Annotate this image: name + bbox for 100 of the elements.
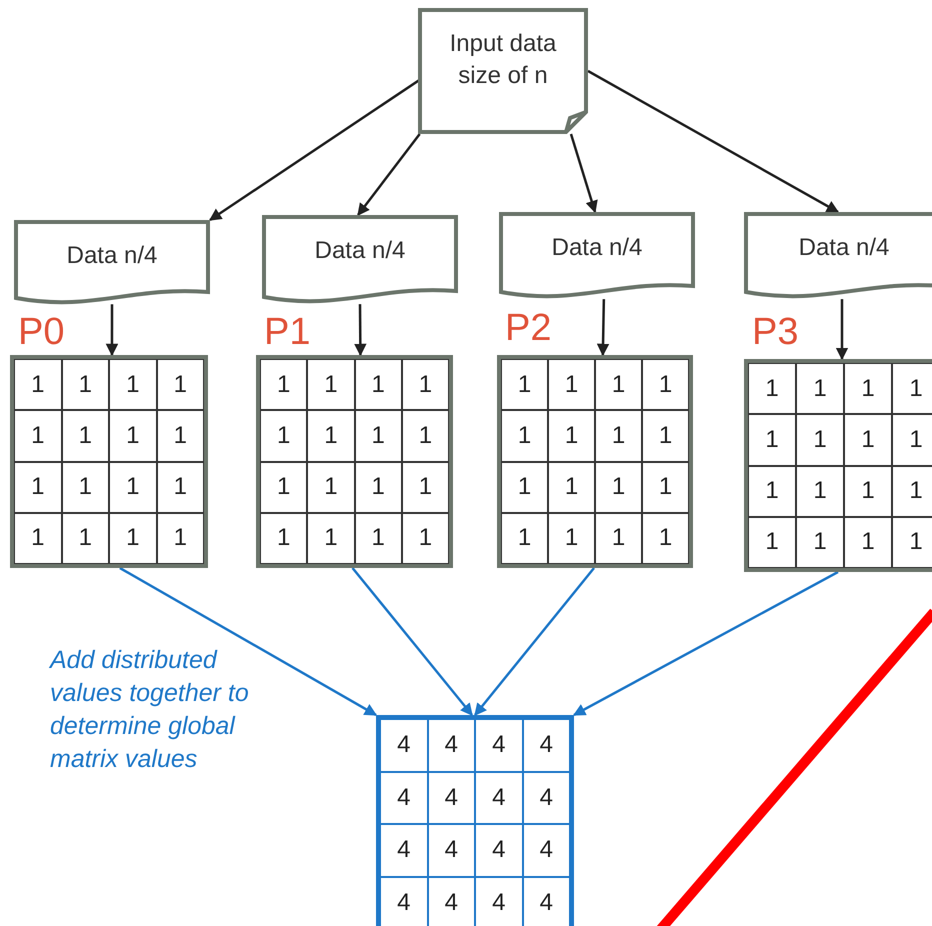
matrix-cell: 4 [522,824,570,876]
matrix-cell: 1 [307,359,354,410]
arrow [596,299,610,356]
matrix-cell: 1 [748,516,796,568]
matrix-cell: 1 [642,359,689,410]
matrix-cell: 1 [14,512,62,564]
matrix-cell: 1 [156,462,204,513]
arrow [836,299,848,360]
matrix-cell: 1 [402,410,449,462]
matrix-cell: 1 [14,410,62,462]
matrix-cell: 4 [522,772,570,824]
node-label: Data n/4 [798,233,890,263]
matrix-cell: 1 [62,410,109,462]
node-label: Data n/4 [314,236,406,266]
matrix-cell: 1 [156,512,204,564]
arrow [106,304,118,356]
annotation-note: Add distributed values together to determine global matrix values [50,645,250,775]
matrix-cell: 1 [796,516,844,568]
matrix-cell: 1 [109,512,156,564]
matrix-cell: 1 [402,512,449,564]
matrix-cell: 1 [501,410,548,462]
matrix-cell: 1 [354,512,402,564]
matrix-cell: 1 [260,410,308,462]
matrix-cell: 1 [595,462,642,513]
matrix-cell: 4 [380,719,428,772]
matrix-cell: 4 [428,876,475,926]
processor-label: P2 [505,308,552,348]
matrix-cell: 4 [475,719,522,772]
matrix-cell: 1 [354,410,402,462]
arrow [208,78,420,222]
matrix-cell: 4 [428,772,475,824]
node-label: Data n/4 [550,233,644,263]
matrix-cell: 4 [522,876,570,926]
matrix-cell: 1 [354,462,402,513]
matrix-cell: 1 [307,410,354,462]
matrix-cell: 1 [844,414,892,466]
node-label: Data n/4 [66,241,158,271]
matrix-cell: 1 [501,462,548,513]
matrix-cell: 1 [548,512,595,564]
matrix-cell: 4 [522,719,570,772]
matrix-cell: 4 [475,824,522,876]
arrow [357,133,421,216]
matrix-cell: 4 [380,772,428,824]
matrix-cell: 4 [428,719,475,772]
processor-label: P3 [752,312,798,352]
matrix-cell: 1 [595,410,642,462]
matrix-cell: 4 [380,876,428,926]
matrix-cell: 1 [14,359,62,410]
matrix-cell: 1 [156,410,204,462]
matrix-cell: 1 [354,359,402,410]
node-label: Input data size of n [448,29,558,91]
arrow [572,570,839,716]
matrix-cell: 1 [14,462,62,513]
matrix-cell: 1 [796,363,844,414]
matrix-cell: 1 [796,414,844,466]
processor-label: P1 [264,312,310,352]
matrix-cell: 1 [307,512,354,564]
matrix-cell: 1 [748,363,796,414]
matrix-cell: 1 [402,359,449,410]
matrix-cell: 1 [892,516,932,568]
matrix-cell: 1 [156,359,204,410]
matrix-cell: 1 [260,462,308,513]
matrix-cell: 1 [260,359,308,410]
matrix-cell: 1 [109,462,156,513]
matrix-cell: 1 [748,466,796,517]
matrix-cell: 1 [892,363,932,414]
matrix-cell: 1 [892,466,932,517]
matrix-cell: 4 [380,824,428,876]
processor-label: P0 [18,312,64,352]
matrix-cell: 1 [501,359,548,410]
matrix-cell: 4 [475,772,522,824]
matrix-cell: 4 [428,824,475,876]
matrix-cell: 1 [402,462,449,513]
matrix-cell: 1 [307,462,354,513]
matrix-cell: 1 [796,466,844,517]
matrix-cell: 1 [595,512,642,564]
matrix-cell: 1 [548,410,595,462]
matrix-cell: 1 [642,462,689,513]
arrow [474,567,595,716]
matrix-cell: 1 [548,462,595,513]
matrix-cell: 1 [501,512,548,564]
matrix-cell: 1 [62,462,109,513]
matrix-cell: 1 [748,414,796,466]
arrow [119,566,378,716]
matrix-cell: 4 [475,876,522,926]
matrix-cell: 1 [844,466,892,517]
matrix-cell: 1 [642,512,689,564]
matrix-cell: 1 [844,363,892,414]
matrix-cell: 1 [109,410,156,462]
arrow [570,134,598,214]
matrix-cell: 1 [62,512,109,564]
matrix-cell: 1 [548,359,595,410]
matrix-cell: 1 [844,516,892,568]
matrix-cell: 1 [109,359,156,410]
matrix-cell: 1 [892,414,932,466]
matrix-cell: 1 [260,512,308,564]
matrix-cell: 1 [62,359,109,410]
arrow [352,567,473,716]
arrow [354,304,367,356]
matrix-cell: 1 [595,359,642,410]
